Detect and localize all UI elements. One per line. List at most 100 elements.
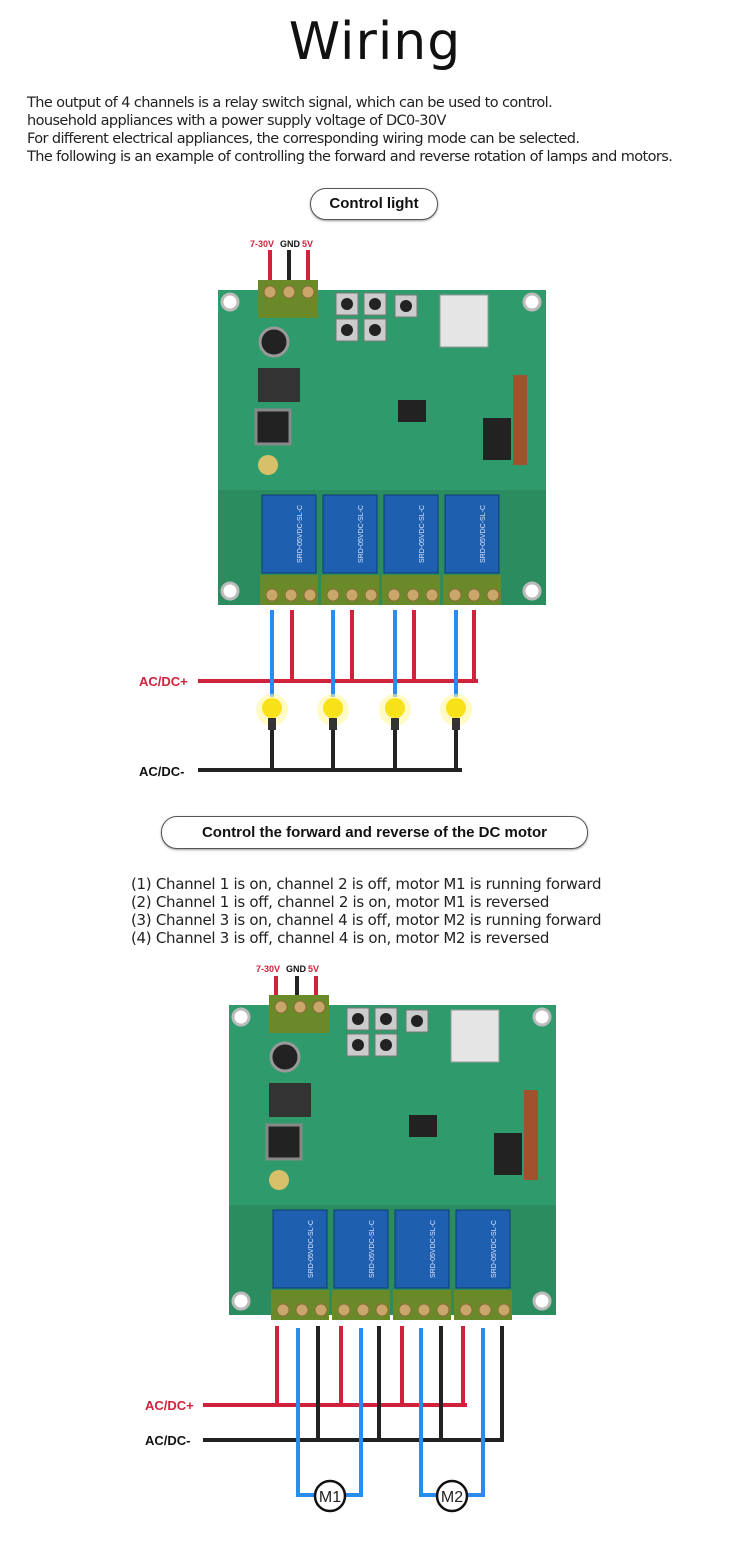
mounting-hole (220, 581, 240, 601)
push-button-cap (352, 1039, 364, 1051)
light-wiring-diagram: SRD-05VDC-SL-C SRD-05VDC-SL-C SRD-05VDC-SL… (198, 250, 546, 772)
terminal-screw (436, 1303, 450, 1317)
push-button-cap (369, 298, 381, 310)
light-bulb-icon (446, 698, 466, 718)
terminal-screw (406, 588, 420, 602)
capacitor-small (258, 455, 278, 475)
voltage-regulator (258, 368, 300, 402)
ic-chip (409, 1115, 437, 1137)
bulb-base (452, 718, 460, 730)
relay (383, 494, 439, 574)
terminal-screw (486, 588, 500, 602)
power-label-gnd: GND (286, 964, 307, 974)
control-motor-heading: Control the forward and reverse of the D… (161, 816, 588, 849)
push-button-cap (352, 1013, 364, 1025)
control-light-heading: Control light (310, 188, 438, 220)
step-item: (4) Channel 3 is off, channel 4 is on, m… (131, 929, 550, 947)
terminal-screw (276, 1303, 290, 1317)
power-label-7-30v: 7-30V (256, 964, 280, 974)
step-item: (3) Channel 3 is on, channel 4 is off, m… (131, 911, 602, 929)
power-label-gnd: GND (280, 239, 301, 249)
ic-chip (398, 400, 426, 422)
wifi-module (450, 1009, 500, 1063)
terminal-screw (295, 1303, 309, 1317)
page-title: Wiring (288, 12, 462, 72)
relay (394, 1209, 450, 1289)
mounting-hole (522, 581, 542, 601)
terminal-screw (312, 1000, 326, 1014)
motor-m2-icon (435, 1479, 469, 1513)
wifi-module (439, 294, 489, 348)
header-connector (494, 1133, 522, 1175)
inductor (254, 408, 292, 446)
ac-dc-minus-label: AC/DC- (139, 764, 185, 779)
terminal-screw (284, 588, 298, 602)
rf-module (524, 1090, 538, 1180)
mounting-hole (220, 292, 240, 312)
terminal-screw (326, 588, 340, 602)
terminal-screw (417, 1303, 431, 1317)
terminal-screw (448, 588, 462, 602)
relay-marking: SRD-05VDC-SL-C (369, 1220, 376, 1278)
terminal-screw (375, 1303, 389, 1317)
terminal-screw (467, 588, 481, 602)
mounting-hole (522, 292, 542, 312)
blue-wire-m2-right (467, 1328, 485, 1497)
motor-m1-icon (313, 1479, 347, 1513)
push-button-cap (400, 300, 412, 312)
mounting-hole (231, 1007, 251, 1027)
push-button-cap (411, 1015, 423, 1027)
power-label-7-30v: 7-30V (250, 239, 274, 249)
intro-line: The output of 4 channels is a relay swit… (27, 95, 553, 111)
power-label-5v: 5V (302, 239, 313, 249)
motor-wiring-diagram: SRD-05VDC-SL-C SRD-05VDC-SL-C SRD-05VDC-SL… (203, 976, 556, 1513)
relay-marking: SRD-05VDC-SL-C (419, 505, 426, 563)
relay (455, 1209, 511, 1289)
intro-text: The output of 4 channels is a relay swit… (27, 94, 673, 166)
relay (322, 494, 378, 574)
terminal-screw (314, 1303, 328, 1317)
relay-marking: SRD-05VDC-SL-C (308, 1220, 315, 1278)
ac-dc-plus-label: AC/DC+ (145, 1398, 194, 1413)
terminal-screw (303, 588, 317, 602)
light-bulb-icon (385, 698, 405, 718)
push-button-cap (341, 324, 353, 336)
intro-line: For different electrical appliances, the… (27, 131, 580, 147)
relay-marking: SRD-05VDC-SL-C (480, 505, 487, 563)
step-item: (1) Channel 1 is on, channel 2 is off, m… (131, 875, 602, 893)
terminal-screw (387, 588, 401, 602)
terminal-screw (478, 1303, 492, 1317)
ac-dc-plus-label: AC/DC+ (139, 674, 188, 689)
ac-dc-minus-label: AC/DC- (145, 1433, 191, 1448)
terminal-screw (425, 588, 439, 602)
push-button-cap (341, 298, 353, 310)
light-bulb-icon (323, 698, 343, 718)
motor-steps-list: (1) Channel 1 is on, channel 2 is off, m… (131, 875, 602, 947)
capacitor (258, 326, 290, 358)
relay-marking: SRD-05VDC-SL-C (430, 1220, 437, 1278)
relay (261, 494, 317, 574)
push-button-cap (369, 324, 381, 336)
terminal-screw (337, 1303, 351, 1317)
inductor (265, 1123, 303, 1161)
terminal-screw (497, 1303, 511, 1317)
capacitor (269, 1041, 301, 1073)
terminal-screw (293, 1000, 307, 1014)
relay-marking: SRD-05VDC-SL-C (297, 505, 304, 563)
bulb-base (329, 718, 337, 730)
relay-marking: SRD-05VDC-SL-C (491, 1220, 498, 1278)
blue-wire-m2-left (419, 1328, 437, 1497)
terminal-screw (301, 285, 315, 299)
intro-line: household appliances with a power supply… (27, 113, 446, 129)
blue-wire-m1-left (296, 1328, 315, 1497)
motor-m1-label: M1 (319, 1489, 341, 1506)
terminal-screw (282, 285, 296, 299)
mounting-hole (532, 1291, 552, 1311)
intro-line: The following is an example of controlli… (27, 149, 673, 165)
terminal-screw (364, 588, 378, 602)
relay (444, 494, 500, 574)
capacitor-small (269, 1170, 289, 1190)
relay (272, 1209, 328, 1289)
push-button-cap (380, 1039, 392, 1051)
